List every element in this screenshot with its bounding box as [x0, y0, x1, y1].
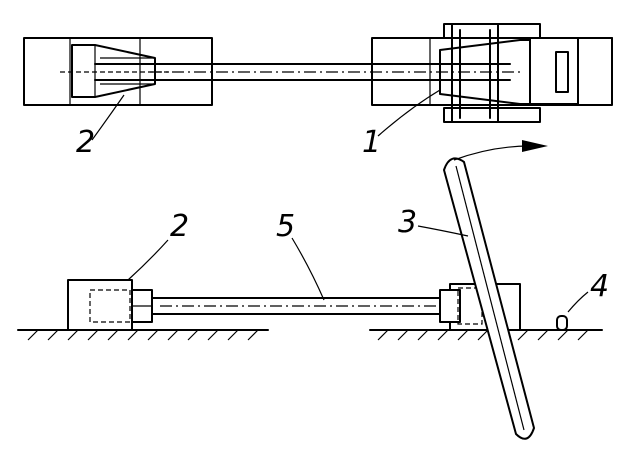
- top-left-clamp: [60, 44, 170, 98]
- side-leaders: [127, 225, 589, 313]
- top-right-clamp-frame: [439, 23, 613, 123]
- top-leaders: [91, 89, 441, 141]
- top-view: 2 1: [23, 23, 613, 160]
- label-rod: 5: [276, 209, 295, 244]
- label-bottom-clamp: 2: [170, 209, 189, 244]
- top-rod: [94, 63, 520, 81]
- stop-pin: [556, 315, 568, 331]
- label-lever: 3: [398, 205, 417, 240]
- side-left-clamp: [67, 279, 153, 331]
- side-rod: [151, 297, 450, 315]
- side-view: 2 5 3 4: [17, 140, 609, 440]
- label-top-wedge: 1: [362, 125, 381, 160]
- label-top-clamp: 2: [76, 125, 95, 160]
- ground-right: [369, 329, 603, 341]
- ground-left: [17, 329, 269, 341]
- lever: [443, 157, 535, 440]
- rotation-arrow: [453, 140, 548, 161]
- label-stop: 4: [590, 269, 609, 304]
